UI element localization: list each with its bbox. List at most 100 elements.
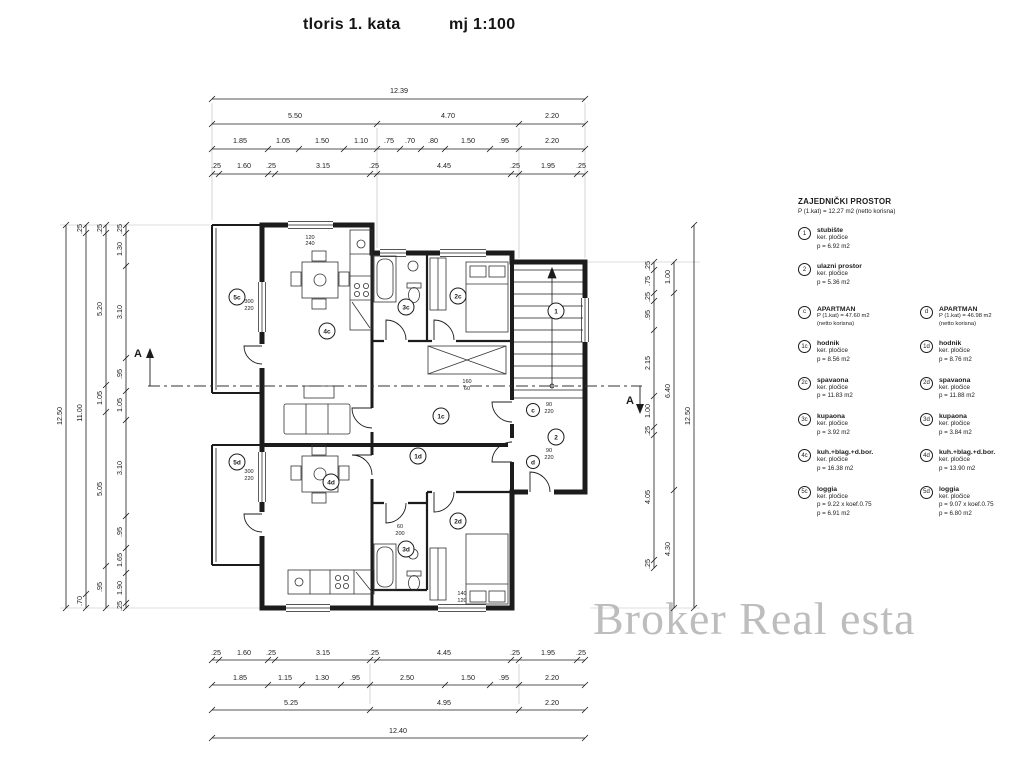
dim-chain	[208, 120, 589, 128]
room-name: hodnik	[939, 340, 962, 348]
apartment-area: P (1.kat) = 46.98 m2	[939, 312, 992, 319]
dim-label: .25	[576, 648, 586, 657]
dim-label: 2.20	[545, 698, 559, 707]
room-floor: ker. pločice	[817, 492, 848, 500]
plan-annotations: 300 220 300 220 90 220 90 220 140 120 12…	[244, 235, 553, 604]
wall-structural	[262, 262, 514, 492]
apartment-d-column: d APARTMAN P (1.kat) = 46.98 m2 (netto k…	[920, 305, 1018, 519]
door-swing	[385, 319, 407, 341]
dim-label: 12.50	[55, 407, 64, 425]
window-glazing	[258, 282, 266, 332]
dim-chain	[62, 221, 70, 612]
apartment-c-column: c APARTMAN P (1.kat) = 47.60 m2 (netto k…	[798, 305, 896, 519]
window-glazing	[288, 221, 333, 229]
room-name: spavaona	[817, 376, 849, 384]
dim-label: 1.30	[315, 673, 329, 682]
room-tag-2c-legend: 2c	[798, 376, 811, 390]
watermark-text: Broker Real esta	[593, 593, 916, 644]
opening-size: 60	[464, 386, 470, 392]
window-glazing	[440, 249, 486, 257]
dim-label: .25	[643, 261, 652, 271]
stair-treads	[514, 269, 583, 399]
dim-chain	[208, 681, 589, 689]
dim-label: 12.40	[389, 726, 407, 735]
legend-item-5d: 5d loggia ker. pločice p = 9.07 x koef.0…	[920, 485, 1018, 519]
dim-label: 4.45	[437, 648, 451, 657]
room-area: p = 9.07 x koef.0.75	[939, 501, 994, 509]
door-opening	[508, 400, 516, 424]
opening-size: 300	[244, 299, 253, 305]
apartment-area: P (1.kat) = 47.60 m2	[817, 312, 870, 319]
legend-item-4d: 4d kuh.+blag.+d.bor. ker. pločice p = 13…	[920, 449, 1018, 473]
room-name: loggia	[817, 485, 838, 493]
apartment-area-note: (netto korisna)	[939, 320, 977, 327]
dim-label: 4.30	[663, 542, 672, 556]
room-tag-circle	[432, 407, 450, 425]
toilet-d	[408, 575, 420, 591]
room-name: loggia	[939, 485, 960, 493]
apartment-name: APARTMAN	[939, 305, 978, 313]
room-tag-4d-legend: 4d	[920, 449, 933, 463]
extension-lines	[60, 103, 700, 704]
window-glazing	[581, 298, 589, 342]
door-swing	[351, 454, 373, 476]
dim-label: .25	[643, 426, 652, 436]
dim-label: 1.50	[315, 136, 329, 145]
dim-label: .25	[115, 601, 124, 611]
door-opening	[432, 488, 456, 496]
dim-label: .25	[510, 648, 520, 657]
door-swing	[433, 491, 455, 513]
room-tag-2d-legend: 2d	[920, 376, 933, 390]
room-area: p = 11.88 m2	[939, 392, 975, 400]
dim-label: 1.95	[541, 161, 555, 170]
room-area: p = 8.76 m2	[939, 355, 972, 363]
bathroom-fixtures-d	[373, 543, 422, 591]
door-swing	[491, 401, 513, 423]
door-swing	[491, 441, 513, 463]
drawing-title: tloris 1. kata	[303, 16, 401, 33]
toilet-c	[408, 287, 420, 303]
coffee-table-c	[303, 385, 335, 399]
opening-size: 90	[546, 448, 552, 454]
legend-item-3c: 3c kupaona ker. pločice p = 3.92 m2	[798, 413, 896, 437]
dim-label: 1.60	[237, 648, 251, 657]
room-tag-circle	[397, 540, 415, 558]
dim-label: 4.70	[441, 111, 455, 120]
bathtub-c	[373, 255, 397, 303]
room-name: hodnik	[817, 340, 840, 348]
room-area: p = 13.90 m2	[939, 465, 976, 473]
door-openings	[258, 337, 554, 536]
washbasin-c	[407, 260, 419, 272]
door-opening	[384, 337, 408, 345]
room-area: p = 8.56 m2	[817, 355, 850, 363]
legend-item-ulazni-prostor: 2 ulazni prostor ker. pločice p = 5.36 m…	[798, 263, 1020, 287]
dim-label: 1.15	[278, 673, 292, 682]
room-area-net: p = 6.91 m2	[817, 510, 850, 518]
section-label-left: A	[134, 348, 142, 360]
legend-item-4c: 4c kuh.+blag.+d.bor. ker. pločice p = 16…	[798, 449, 896, 473]
dim-chain	[208, 656, 589, 664]
room-tag-1-legend: 1	[798, 227, 811, 240]
dim-labels-right: .25 .75 .25 .95 2.15 1.00 .25 4.05 .25 1…	[643, 261, 692, 569]
door-opening	[384, 499, 408, 507]
dim-label: 2.50	[400, 673, 414, 682]
room-tag-3d: 3d	[402, 547, 410, 554]
room-tag-2: 2	[554, 435, 558, 442]
room-area: p = 6.92 m2	[817, 242, 850, 250]
room-area: p = 16.38 m2	[817, 465, 854, 473]
dim-label: 1.60	[237, 161, 251, 170]
door-opening	[432, 337, 456, 345]
room-tag-circle	[228, 453, 246, 471]
windows	[257, 220, 590, 613]
dim-label: .80	[428, 136, 438, 145]
dim-chain	[122, 221, 130, 612]
dim-label: 2.20	[545, 673, 559, 682]
door-swing	[243, 513, 263, 533]
room-tags: 5c 4c 3c 2c 1 1c 2 c d 1d 2d 3d 4d 5d	[228, 287, 565, 558]
window-glazing	[438, 604, 486, 612]
apartment-columns: c APARTMAN P (1.kat) = 47.60 m2 (netto k…	[798, 305, 1020, 519]
room-floor: ker. pločice	[939, 347, 970, 355]
dim-chain	[650, 258, 658, 572]
dim-label: 1.05	[115, 398, 124, 412]
door-swing	[351, 407, 373, 429]
